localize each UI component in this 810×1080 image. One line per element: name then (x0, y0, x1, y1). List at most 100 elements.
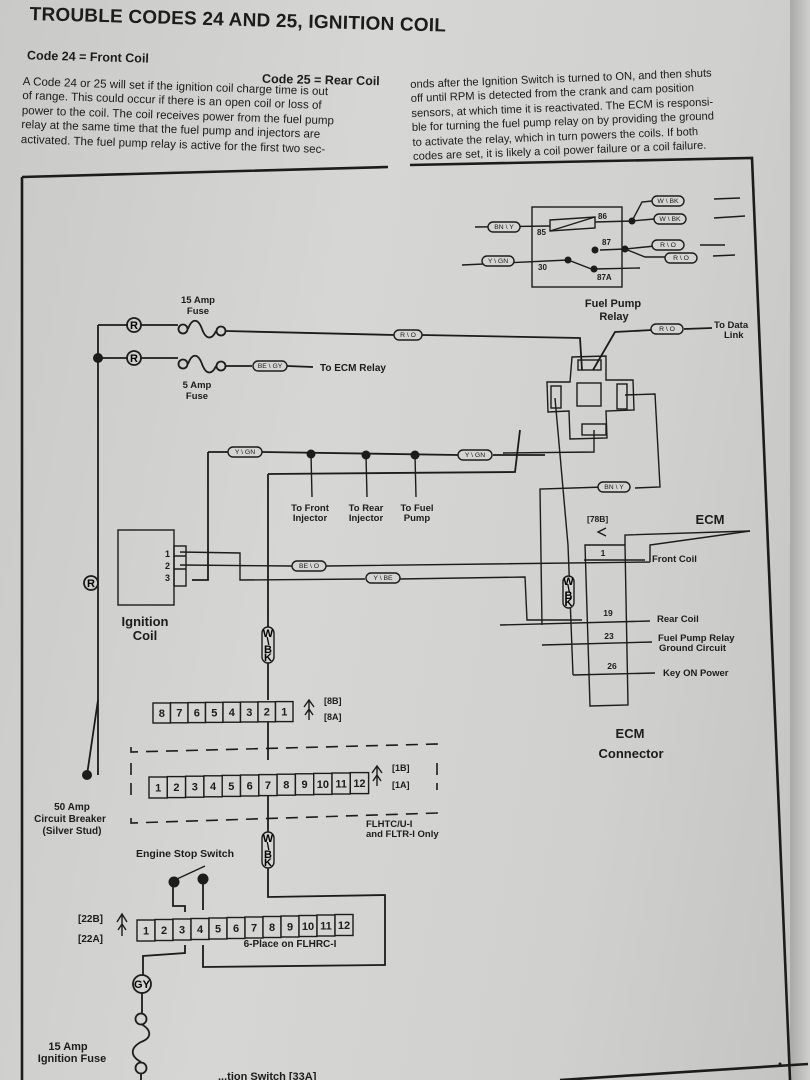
svg-text:R \ O: R \ O (400, 332, 416, 339)
to-fuel-pump-label: Pump (404, 513, 431, 524)
connector-cavity-number: 1 (143, 925, 149, 937)
svg-text:W \ BK: W \ BK (657, 198, 679, 205)
svg-text:R \ O: R \ O (660, 242, 676, 249)
six-place-note: 6-Place on FLHRC-I (244, 939, 337, 950)
svg-text:BE \ O: BE \ O (299, 563, 319, 570)
relay-pin-30: 30 (538, 263, 547, 272)
connector-cavity-number: 6 (233, 923, 239, 935)
wire-tag-r-o: R \ O (664, 252, 698, 264)
connector-cavity-number: 12 (338, 920, 350, 932)
svg-text:Y \ GN: Y \ GN (465, 452, 485, 459)
ecm-title: ECM (696, 512, 725, 527)
connector-cavity-number: 1 (281, 707, 287, 719)
connector-cavity-number: 3 (246, 707, 252, 719)
wire-tag-w-bk: W \ BK (653, 213, 687, 225)
fuse-15a-label: 15 Amp (181, 295, 215, 306)
switch-contact (168, 876, 180, 888)
fuse-5a-label: Fuse (186, 391, 208, 402)
svg-text:\: \ (266, 636, 269, 648)
connector-cavity-number: 7 (176, 708, 182, 720)
wire-tag-w-bk: W \ B K (562, 575, 575, 609)
wire-tag-y-gn: Y \ GN (481, 255, 515, 267)
coil-pin-2: 2 (165, 561, 170, 571)
svg-text:W \ BK: W \ BK (659, 216, 681, 223)
svg-text:Y \ BE: Y \ BE (373, 575, 393, 582)
connector-arrow-icon (303, 698, 315, 720)
relay-pin-87a: 87A (597, 273, 612, 282)
connector-cavity-number: 5 (215, 923, 221, 935)
relay-socket: BN \ Y (502, 355, 661, 676)
connector-cavity-number: 7 (265, 780, 271, 792)
connector-cavity-number: 10 (317, 779, 329, 791)
to-rear-injector-label: To Rear (349, 503, 384, 514)
wire-tag-r-o: R \ O (650, 323, 684, 335)
svg-text:B: B (264, 849, 272, 861)
page-edge (790, 0, 810, 1080)
connector-cavity (349, 771, 370, 795)
ecm-pin-label-fuel-pump-relay: Fuel Pump Relay (658, 633, 735, 644)
svg-text:\: \ (567, 583, 570, 595)
connector-arrow-icon (116, 912, 128, 936)
to-ecm-relay-label: To ECM Relay (320, 363, 386, 374)
connector-cavity-number: 9 (287, 921, 293, 933)
coil-pin-3: 3 (165, 573, 170, 583)
junction-dot (93, 353, 103, 363)
svg-text:BN \ Y: BN \ Y (494, 224, 514, 231)
svg-text:BE \ GY: BE \ GY (258, 363, 283, 370)
svg-text:W: W (563, 576, 574, 588)
connector-1b-ref: [1B] (392, 763, 410, 773)
ignition-fuse-label: 15 Amp (48, 1041, 88, 1053)
connector-cavity-number: 6 (247, 780, 253, 792)
connector-cavity-number: 4 (210, 781, 217, 793)
wire-tag-y-be: Y \ BE (365, 572, 401, 584)
wire-tag-r-o: R \ O (393, 329, 423, 341)
svg-text:R: R (130, 320, 138, 332)
ignition-switch-label: ...tion Switch [33A] (218, 1071, 317, 1080)
flhtc-note: FLHTC/U-I (366, 819, 412, 830)
fuse-5a-label: 5 Amp (183, 380, 212, 391)
switch-lever (176, 865, 206, 880)
connector-cavity-number: 5 (228, 781, 234, 793)
svg-text:K: K (565, 597, 573, 609)
svg-text:W: W (263, 833, 274, 845)
diagram-frame (20, 156, 792, 1080)
connector-cavity-number: 3 (192, 782, 198, 794)
connector-22b-ref: [22B] (78, 914, 103, 925)
connector-cavity-number: 11 (335, 778, 347, 790)
wire-tag-gy: GY (132, 974, 152, 994)
fuse-15a-label: Fuse (187, 306, 209, 317)
ecm-connector-label: ECM (616, 726, 645, 741)
ecm-pin-label-rear-coil: Rear Coil (657, 614, 699, 625)
wire-tag-r: R (83, 575, 99, 591)
ignition-coil: 1 2 3 BE \ O Y \ BE R Ignition Coil W \ … (83, 529, 751, 700)
connector-cavity-number: 9 (301, 779, 307, 791)
svg-text:Y \ GN: Y \ GN (235, 449, 255, 456)
coil-pin-1: 1 (165, 549, 170, 559)
ignition-fuse: GY 15 Amp Ignition Fuse ...tion Switch [… (38, 945, 317, 1080)
connector-cavity-number: 12 (353, 778, 365, 790)
wire-tag-r: R (126, 350, 142, 366)
ecm-pin-label-ground-circuit: Ground Circuit (659, 643, 727, 654)
connector-cavity-number: 2 (161, 925, 167, 937)
to-data-link-label: Link (724, 330, 744, 341)
svg-text:BN \ Y: BN \ Y (604, 484, 624, 491)
svg-text:B: B (565, 590, 573, 602)
ignition-coil-label: Coil (133, 628, 158, 643)
connector-cavity-number: 5 (211, 707, 217, 719)
ecm-connector: [78B] ECM 1 19 23 26 Front Coil Rear Coi… (499, 512, 751, 761)
connector-cavity (334, 913, 354, 937)
circuit-breaker-label: 50 Amp (54, 802, 90, 813)
speck (778, 1062, 782, 1066)
flhtc-note: and FLTR-I Only (366, 829, 439, 840)
svg-text:K: K (264, 652, 272, 664)
connector-cavity-number: 2 (264, 707, 270, 719)
svg-text:\: \ (266, 841, 269, 853)
wire-tag-w-bk: W \ B K (261, 626, 275, 664)
connector-symbol-icon (596, 527, 607, 537)
to-rear-injector-label: Injector (349, 513, 384, 524)
connector-cavity (274, 700, 294, 723)
to-fuel-pump-label: To Fuel (400, 503, 433, 514)
relay-title: Fuel Pump (585, 298, 642, 310)
to-front-injector-label: To Front (291, 503, 330, 514)
